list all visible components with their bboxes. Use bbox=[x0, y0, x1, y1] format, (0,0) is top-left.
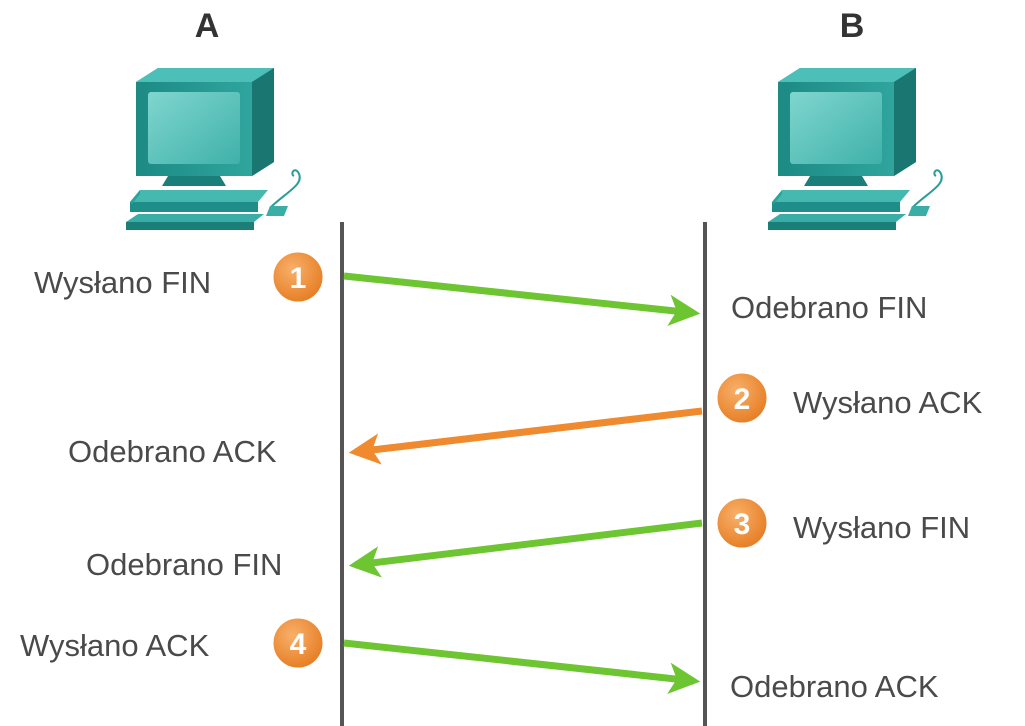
step-badge-3: 3 bbox=[714, 495, 770, 551]
arrow-step-4 bbox=[343, 639, 701, 694]
label-b-received-ack: Odebrano ACK bbox=[730, 669, 939, 704]
label-a-received-fin: Odebrano FIN bbox=[86, 547, 282, 582]
label-b-received-fin: Odebrano FIN bbox=[731, 290, 927, 325]
label-b-sent-ack: Wysłano ACK bbox=[793, 385, 983, 420]
step-badge-2: 2 bbox=[714, 370, 770, 426]
step-number-3: 3 bbox=[734, 508, 751, 541]
arrow-step-3 bbox=[348, 519, 703, 578]
arrow-step-1 bbox=[343, 272, 701, 327]
arrow-step-2 bbox=[348, 407, 703, 465]
label-b-sent-fin: Wysłano FIN bbox=[793, 510, 970, 545]
host-a-label: A bbox=[195, 7, 220, 45]
computer-icon bbox=[126, 68, 301, 230]
step-number-1: 1 bbox=[290, 262, 307, 295]
step-badge-4: 4 bbox=[270, 615, 326, 671]
step-number-4: 4 bbox=[290, 628, 307, 661]
computer-icon bbox=[768, 68, 943, 230]
label-a-received-ack: Odebrano ACK bbox=[68, 434, 277, 469]
label-a-sent-fin: Wysłano FIN bbox=[34, 265, 211, 300]
step-badge-1: 1 bbox=[270, 249, 326, 305]
host-b-label: B bbox=[840, 7, 865, 45]
step-number-2: 2 bbox=[734, 383, 751, 416]
label-a-sent-ack: Wysłano ACK bbox=[20, 628, 210, 663]
